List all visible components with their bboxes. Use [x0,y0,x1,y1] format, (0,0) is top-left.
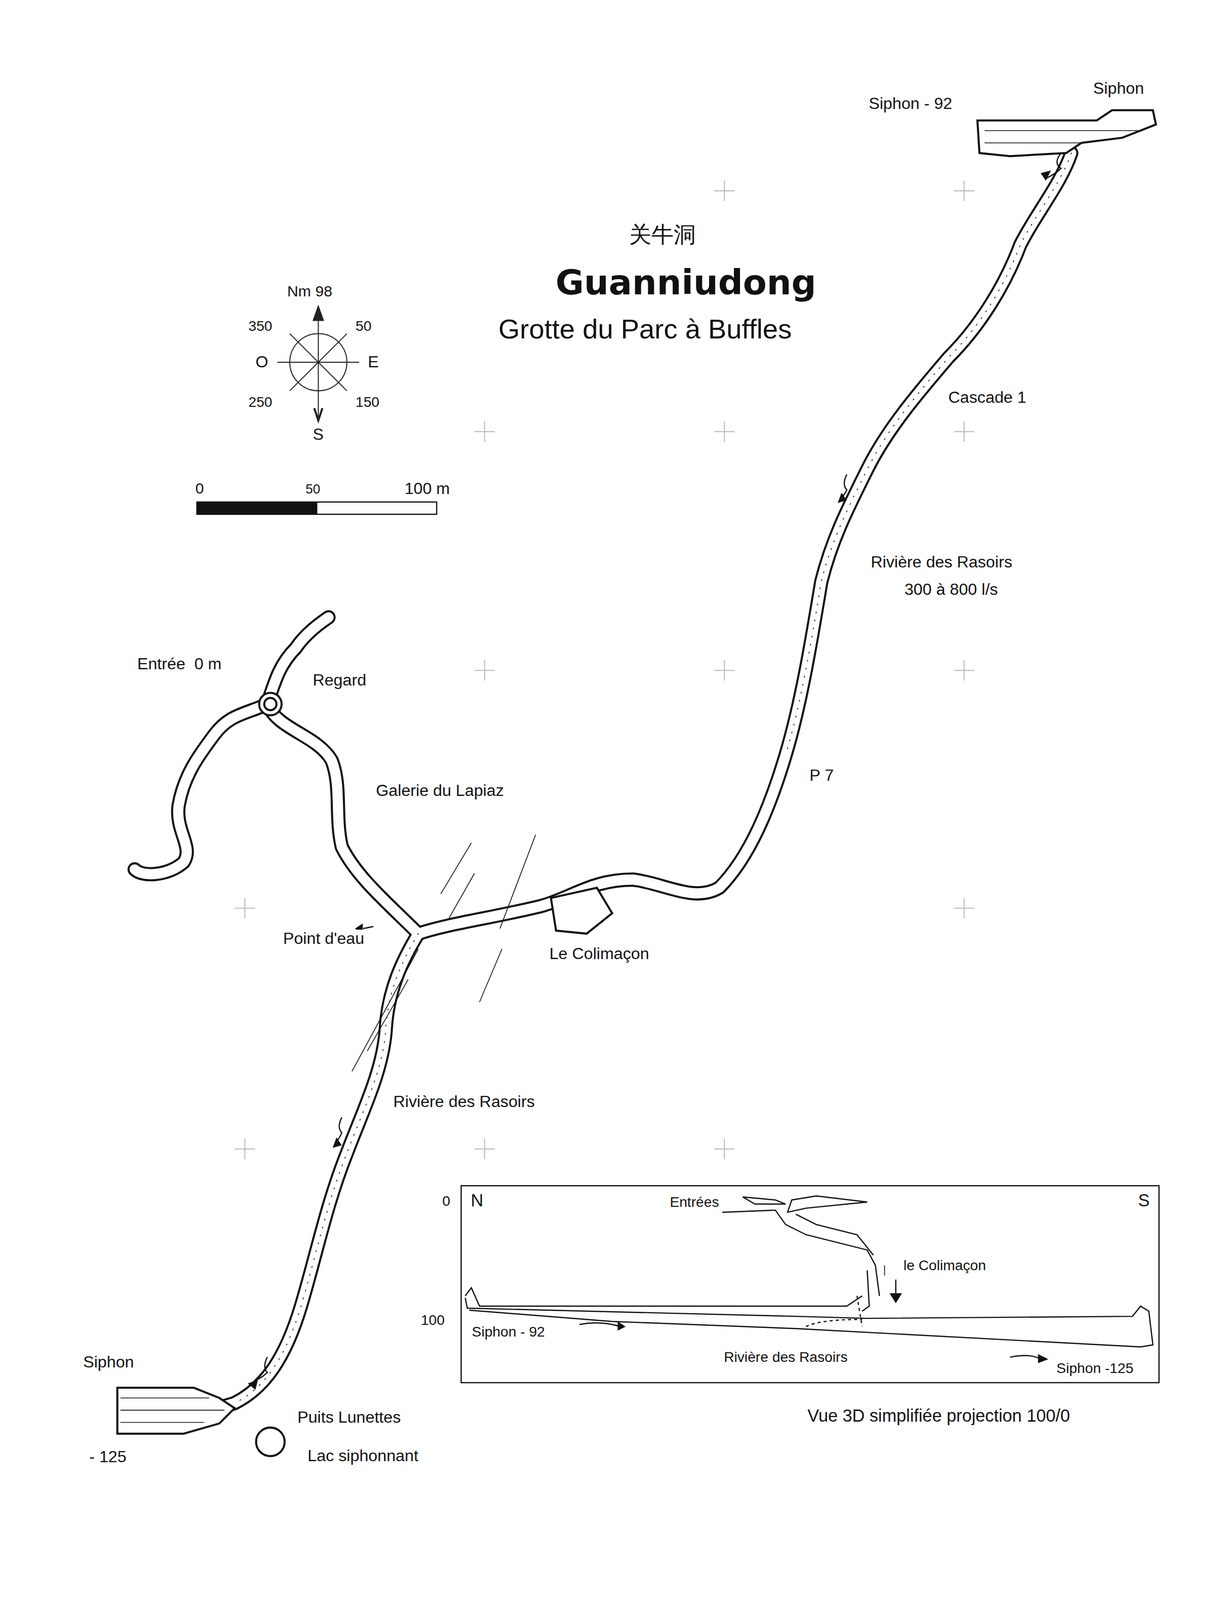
place-label: Puits Lunettes [295,1408,403,1426]
compass-label: 150 [354,394,381,410]
compass-label: E [366,353,381,371]
place-label: Cascade 1 [946,388,1028,407]
compass-label: 50 [354,318,373,334]
compass [277,305,360,421]
inset-label: Siphon - 92 [470,1323,547,1340]
inset-profile [460,1185,1159,1383]
depth-label: 100 [419,1311,447,1328]
compass-label: O [254,353,270,371]
place-label: P 7 [807,766,836,785]
place-label: Rivière des Rasoirs [869,553,1014,571]
compass-label: Nm 98 [285,282,334,300]
inset-caption: Vue 3D simplifiée projection 100/0 [805,1406,1072,1426]
entrance-label: Entrée 0 m [135,654,224,673]
scale-label: 0 [193,479,206,497]
place-label: Regard [310,671,368,689]
compass-label: 350 [246,318,274,334]
map-title: Guanniudong [554,263,818,302]
chinese-name: 关牛洞 [627,222,698,248]
place-label: Le Colimaçon [548,944,651,963]
place-label: Rivière des Rasoirs [392,1092,537,1111]
scale-bar [197,501,437,515]
grid-crosses [234,180,974,1159]
scale-label: 50 [303,481,322,497]
siphon-label: Siphon [1091,79,1146,98]
direction-label: S [1136,1190,1152,1211]
depth-label: - 125 [87,1447,128,1466]
inset-label: Rivière des Rasoirs [722,1348,849,1365]
place-label: Galerie du Lapiaz [374,781,506,800]
scale-label: 100 m [403,479,452,498]
direction-label: N [469,1190,486,1211]
inset-label: Siphon -125 [1055,1359,1136,1376]
depth-label: 0 [440,1192,452,1209]
compass-label: 250 [246,394,274,410]
inset-label: Entrées [668,1193,721,1210]
siphon-label: Siphon - 92 [867,94,954,113]
fracture-lines [352,834,536,1071]
subtitle: Grotte du Parc à Buffles [496,314,794,345]
inset-label: le Colimaçon [902,1257,988,1273]
place-label: Lac siphonnant [305,1446,420,1465]
flow-label: 300 à 800 l/s [903,580,1000,599]
place-label: Point d'eau [281,929,366,948]
siphon-label: Siphon [81,1352,136,1371]
compass-label: S [310,425,326,444]
